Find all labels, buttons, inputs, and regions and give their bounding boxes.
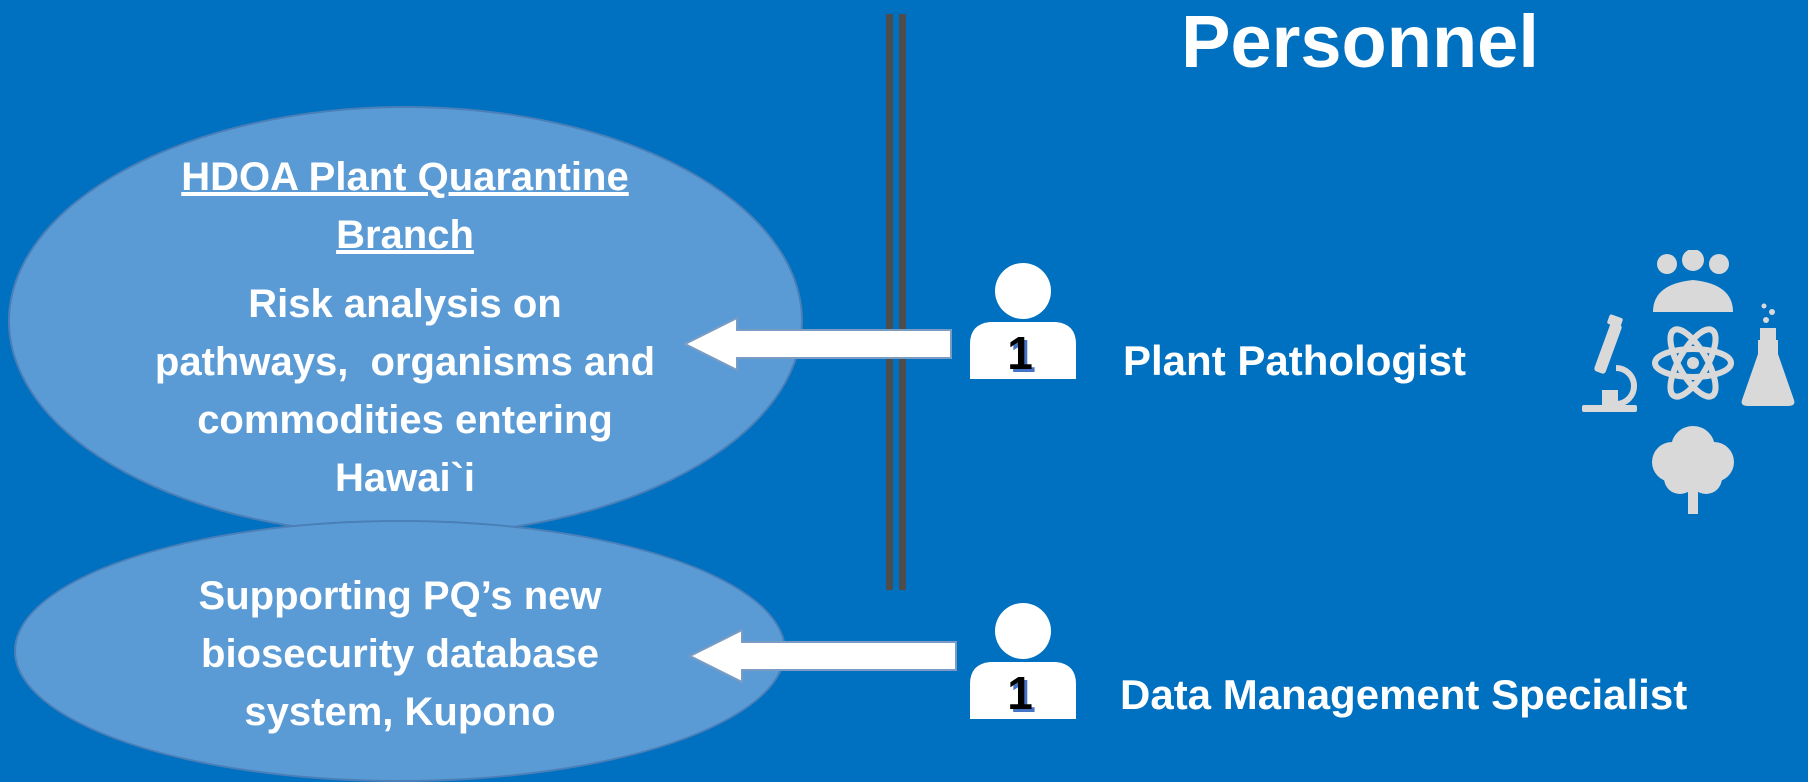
role-data-management-specialist: Data Management Specialist [1120,671,1688,718]
description-line: biosecurity database [201,632,599,676]
branch-heading-line: HDOA Plant Quarantine [181,155,629,199]
branch-heading: HDOA Plant Quarantine Branch [140,148,670,264]
description-line: commodities entering [197,398,613,442]
branch-heading-line: Branch [336,213,474,257]
divider-line-right [899,14,906,590]
arrow-to-kupono [688,628,957,684]
person-icon: 1 1 [970,263,1076,380]
kupono-description: Supporting PQ’s new biosecurity database… [120,567,680,741]
atom-icon [1652,326,1734,400]
svg-text:1: 1 [1010,330,1036,380]
description-line: Supporting PQ’s new [198,574,602,618]
person-count: 1 [1007,327,1033,379]
microscope-icon [1582,314,1637,412]
person-icon: 1 1 [970,603,1076,720]
hdoa-branch-ellipse [8,106,803,536]
role-plant-pathologist: Plant Pathologist [1123,337,1467,384]
branch-description: Risk analysis on pathways, organisms and… [100,275,710,507]
description-line: system, Kupono [244,690,556,734]
flask-icon [1741,303,1795,406]
kupono-ellipse [14,520,786,782]
divider [886,14,906,590]
svg-text:1: 1 [1010,670,1036,720]
science-icons [1582,250,1795,514]
description-line: Hawai`i [334,456,476,500]
page-title: Personnel [1181,0,1539,83]
person-count: 1 [1007,667,1033,719]
team-icon [1653,250,1733,312]
arrow-to-branch [683,316,952,372]
description-line: Risk analysis on [248,282,562,326]
description-line: pathways, organisms and [154,340,656,384]
divider-line-left [886,14,893,590]
tree-icon [1652,426,1734,514]
